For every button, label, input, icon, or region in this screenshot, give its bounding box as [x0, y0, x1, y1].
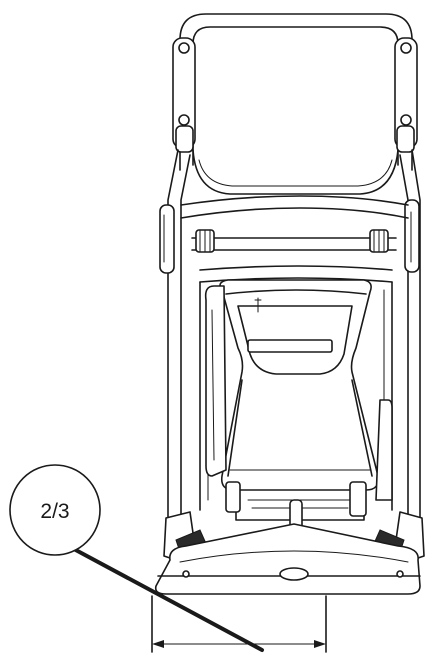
left-adjustment-knob: [195, 229, 215, 253]
left-clamp-lever: [159, 204, 175, 274]
callout-circle: [9, 464, 101, 556]
callout-label: 2/3: [40, 500, 69, 523]
width-dimension: [151, 595, 327, 653]
crossbar: [180, 195, 409, 251]
right-clamp-lever: [404, 199, 420, 273]
right-handle-grip: [394, 37, 418, 153]
upper-handle-frame: [179, 13, 413, 195]
callout-leader-line: [70, 546, 264, 652]
seat-basket: [219, 279, 380, 491]
left-handle-grip: [172, 37, 196, 153]
callout: 2/3: [9, 464, 264, 652]
right-adjustment-knob: [369, 229, 389, 253]
side-pockets: [204, 285, 393, 501]
